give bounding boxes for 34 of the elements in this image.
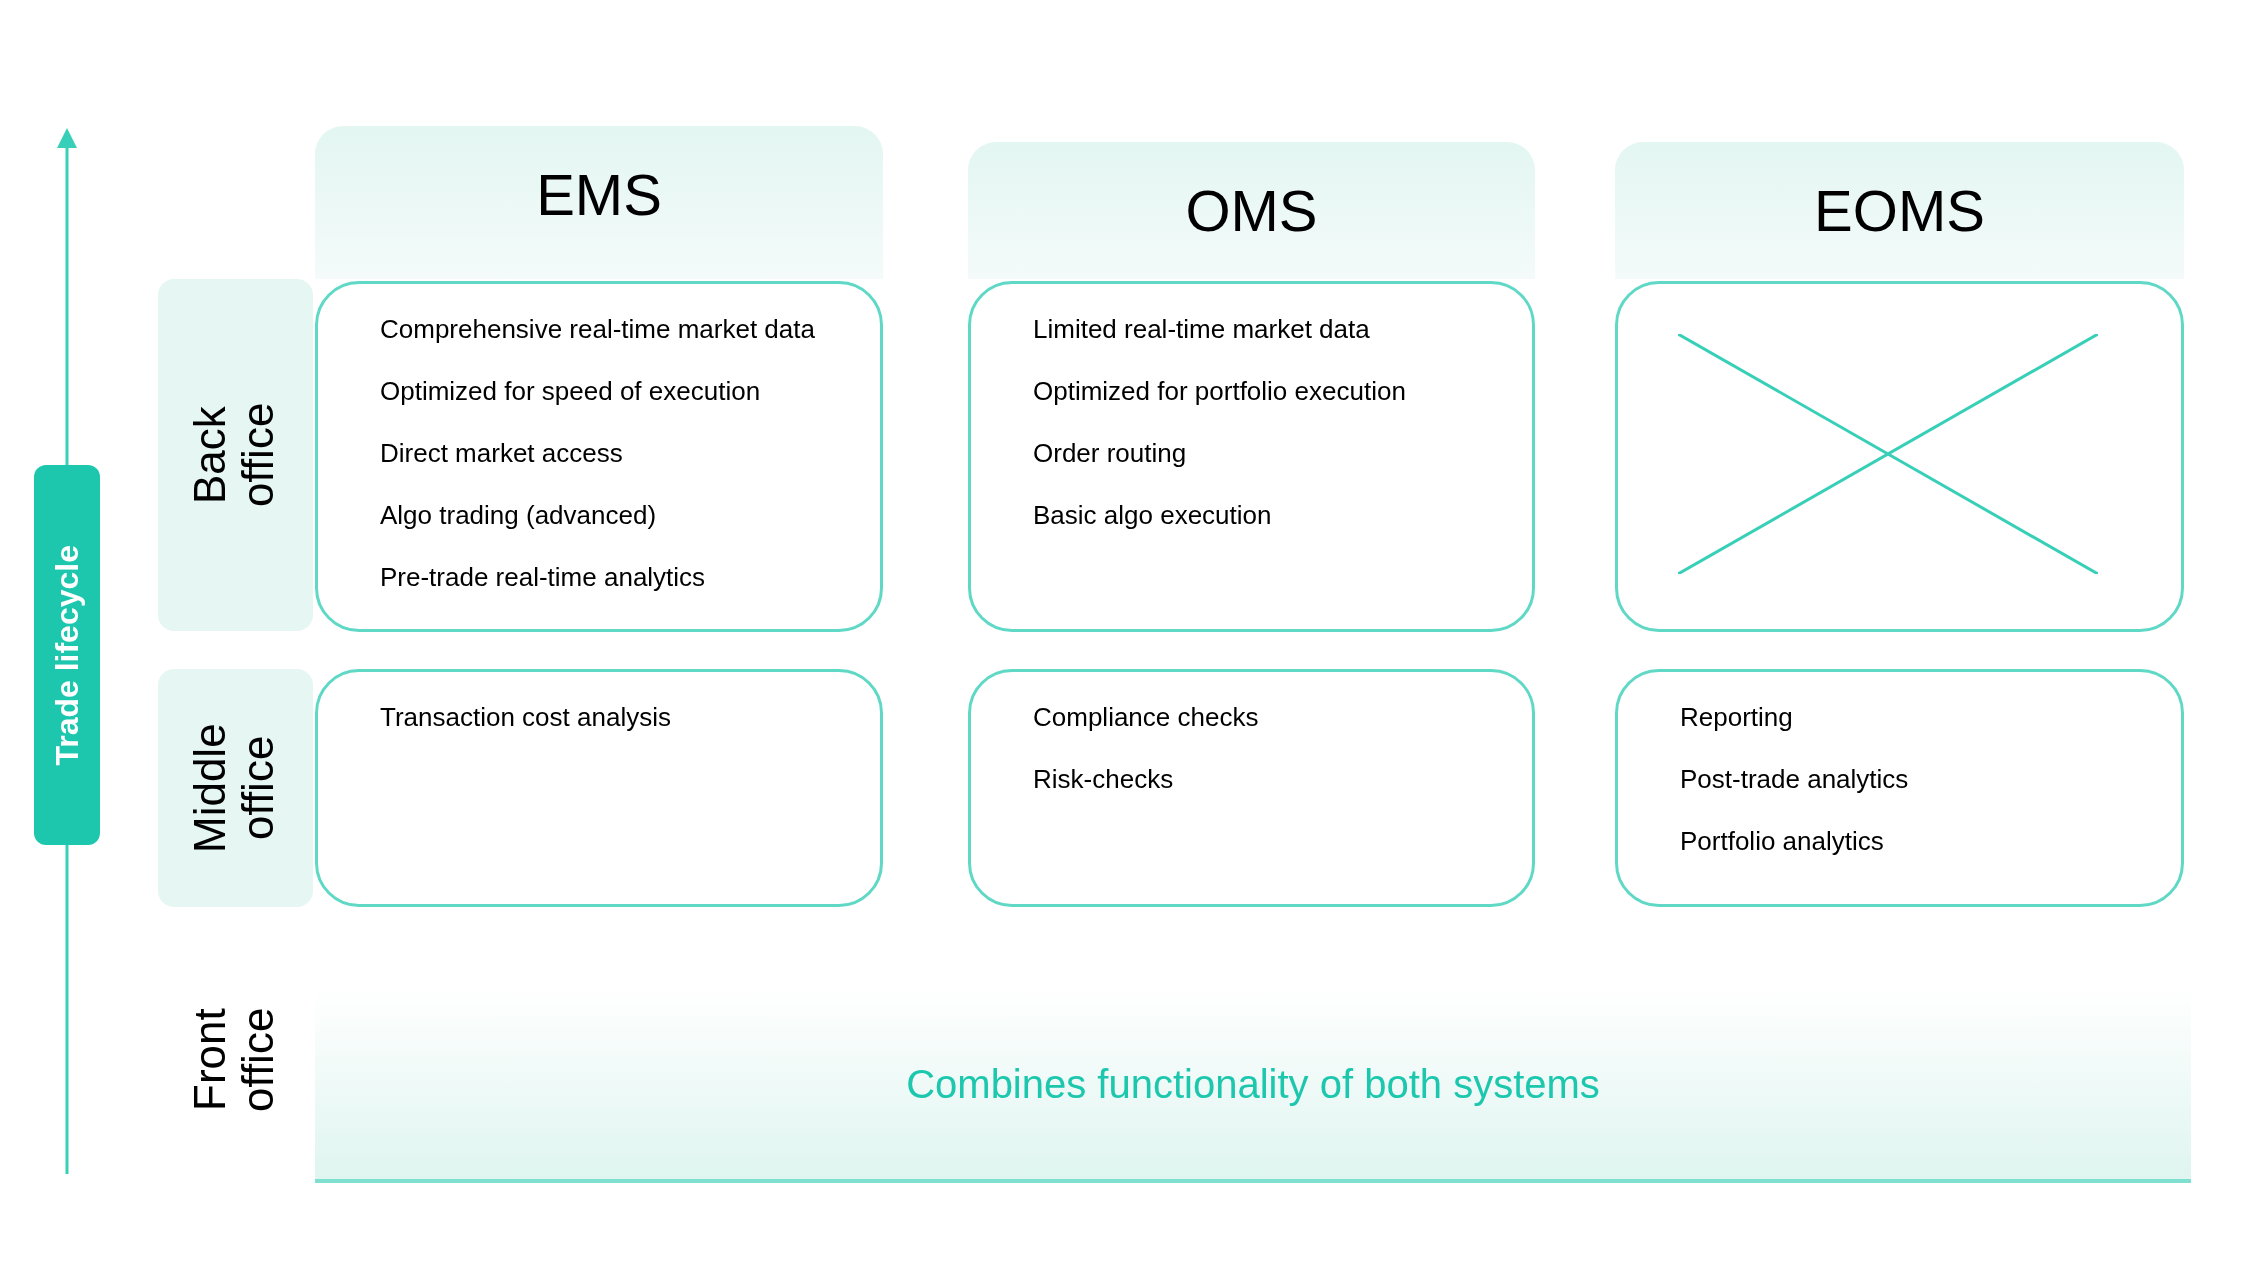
feature-item: Transaction cost analysis: [380, 701, 672, 734]
lifecycle-pill: Trade lifecycle: [34, 465, 100, 845]
feature-item: Basic algo execution: [1033, 499, 1273, 532]
column-title: EMS: [536, 166, 662, 224]
column-header-panel: [1615, 142, 2184, 279]
row-label: Back office: [186, 401, 283, 510]
feature-item: Optimized for portfolio execution: [1033, 375, 1407, 408]
feature-card: [1615, 281, 2184, 632]
row-band: [158, 279, 313, 631]
column-title: OMS: [1185, 182, 1318, 240]
feature-item: Limited real-time market data: [1033, 313, 1371, 346]
feature-card: [968, 669, 1535, 907]
feature-item: Order routing: [1033, 437, 1188, 470]
feature-item: Direct market access: [380, 437, 624, 470]
summary-text: Combines functionality of both systems: [906, 1060, 1600, 1108]
feature-card: [315, 281, 883, 632]
column-title: EOMS: [1814, 182, 1985, 240]
feature-item: Compliance checks: [1033, 701, 1260, 734]
feature-item: Optimized for speed of execution: [380, 375, 762, 408]
feature-item: Risk-checks: [1033, 763, 1175, 796]
row-label: Middle office: [186, 722, 283, 855]
column-header-panel: [315, 126, 883, 279]
feature-card: [315, 669, 883, 907]
feature-item: Portfolio analytics: [1680, 825, 1885, 858]
feature-item: Reporting: [1680, 701, 1794, 734]
feature-card: [1615, 669, 2184, 907]
column-header-panel: [968, 142, 1535, 279]
row-label: Front office: [186, 1006, 283, 1115]
feature-item: Comprehensive real-time market data: [380, 313, 816, 346]
row-band: [158, 669, 313, 907]
feature-item: Pre-trade real-time analytics: [380, 561, 707, 594]
feature-card: [968, 281, 1535, 632]
feature-item: Post-trade analytics: [1680, 763, 1910, 796]
feature-item: Algo trading (advanced): [380, 499, 658, 532]
